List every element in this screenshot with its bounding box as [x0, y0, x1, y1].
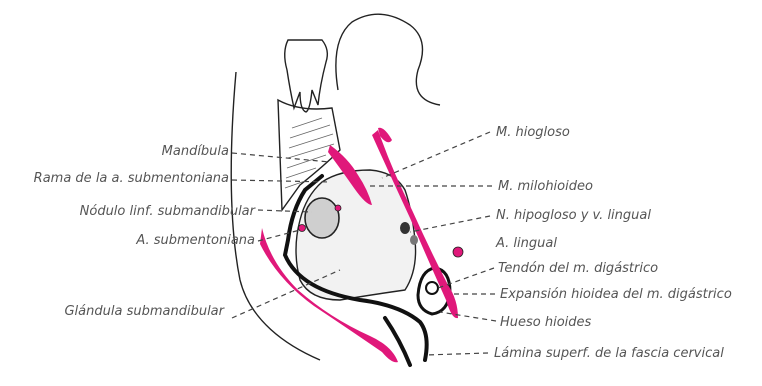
label-hueso-hioides: Hueso hioides — [500, 315, 592, 330]
label-lamina: Lámina superf. de la fascia cervical — [494, 346, 724, 361]
tooth — [285, 40, 328, 112]
label-a-submentoniana: A. submentoniana — [135, 233, 255, 248]
label-rama-submentoniana: Rama de la a. submentoniana — [34, 171, 229, 186]
label-a-lingual: A. lingual — [495, 236, 557, 251]
tongue-outline — [336, 14, 440, 105]
leader-hiogloso — [382, 132, 490, 178]
vessel-branch-submentonian — [335, 205, 341, 211]
label-milohioideo: M. milohioideo — [498, 179, 593, 194]
digastric-tendon — [426, 282, 438, 294]
leader-mandibula — [232, 153, 330, 162]
label-nodulo-linf: Nódulo linf. submandibular — [80, 204, 257, 219]
label-hipogloso: N. hipogloso y v. lingual — [496, 208, 651, 223]
label-mandibula: Mandíbula — [162, 144, 229, 159]
leader-lamina — [425, 353, 488, 355]
lingual-vein — [410, 235, 418, 245]
a-submentonian-vessel — [299, 225, 306, 232]
lingual-artery — [453, 247, 463, 257]
label-glandula: Glándula submandibular — [64, 304, 225, 319]
label-tendon: Tendón del m. digástrico — [498, 261, 658, 276]
label-hiogloso: M. hiogloso — [496, 125, 570, 140]
lymph-node — [305, 198, 339, 238]
leader-hioides — [440, 312, 496, 321]
label-expansion: Expansión hioidea del m. digástrico — [500, 287, 732, 302]
hypoglossal-nerve — [400, 222, 410, 234]
leader-hipogloso — [410, 216, 490, 232]
